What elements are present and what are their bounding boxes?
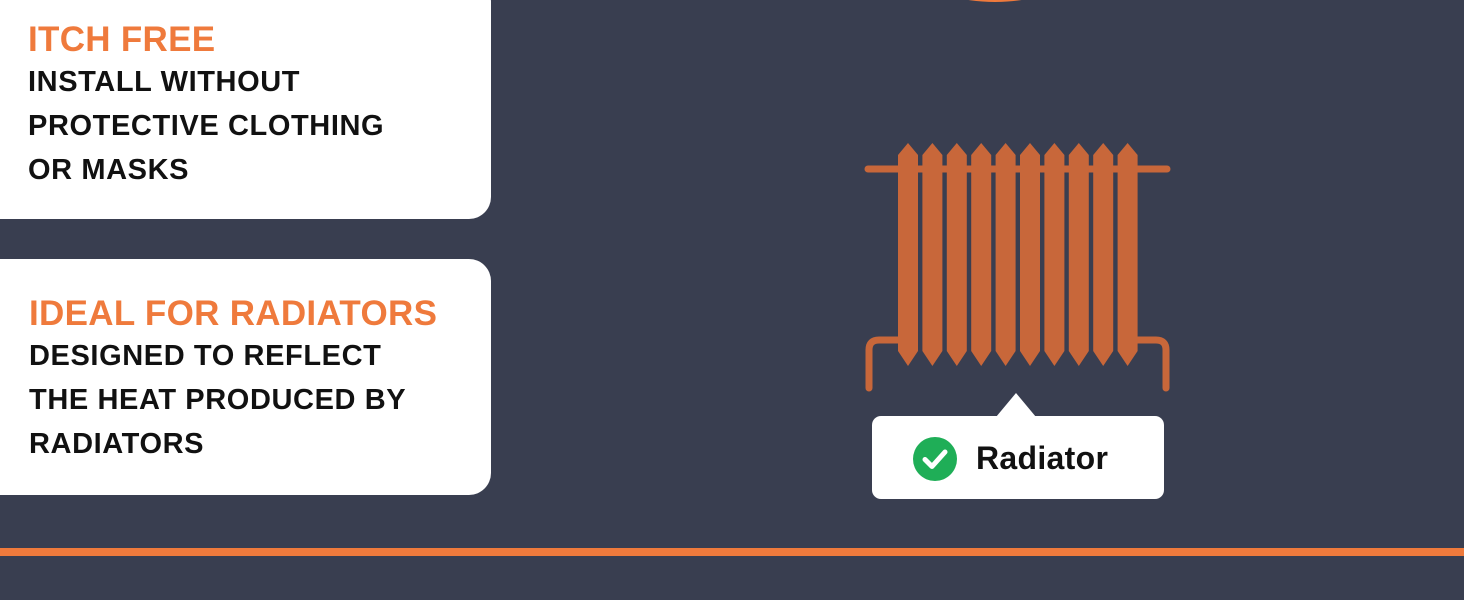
feature-line: DESIGNED TO REFLECT [29,340,382,372]
radiator-tag: Radiator [872,416,1164,499]
radiator-icon [864,143,1171,392]
feature-card-itch-free: ITCH FREE INSTALL WITHOUT PROTECTIVE CLO… [0,0,491,219]
radiator-fin [922,143,943,366]
feature-card-radiators: IDEAL FOR RADIATORS DESIGNED TO REFLECT … [0,259,491,495]
radiator-fin [1093,143,1114,366]
decorative-arc [930,0,1060,2]
radiator-fin [995,143,1016,366]
radiator-fin [1068,143,1089,366]
radiator-fin [1044,143,1065,366]
radiator-fin [1020,143,1040,366]
feature-title: ITCH FREE [28,20,216,59]
accent-divider [0,548,1464,556]
feature-line: INSTALL WITHOUT [28,66,301,98]
tag-pointer [996,393,1036,417]
radiator-fin [946,143,967,366]
radiator-fin [898,143,918,366]
radiator-fin [1117,143,1138,366]
check-circle-icon [913,437,957,481]
feature-line: PROTECTIVE CLOTHING [28,110,385,142]
feature-title: IDEAL FOR RADIATORS [29,294,438,333]
feature-line: OR MASKS [28,154,190,186]
feature-line: THE HEAT PRODUCED BY [29,384,407,416]
feature-line: RADIATORS [29,428,205,460]
tag-label: Radiator [976,440,1109,476]
radiator-fin [971,143,992,366]
